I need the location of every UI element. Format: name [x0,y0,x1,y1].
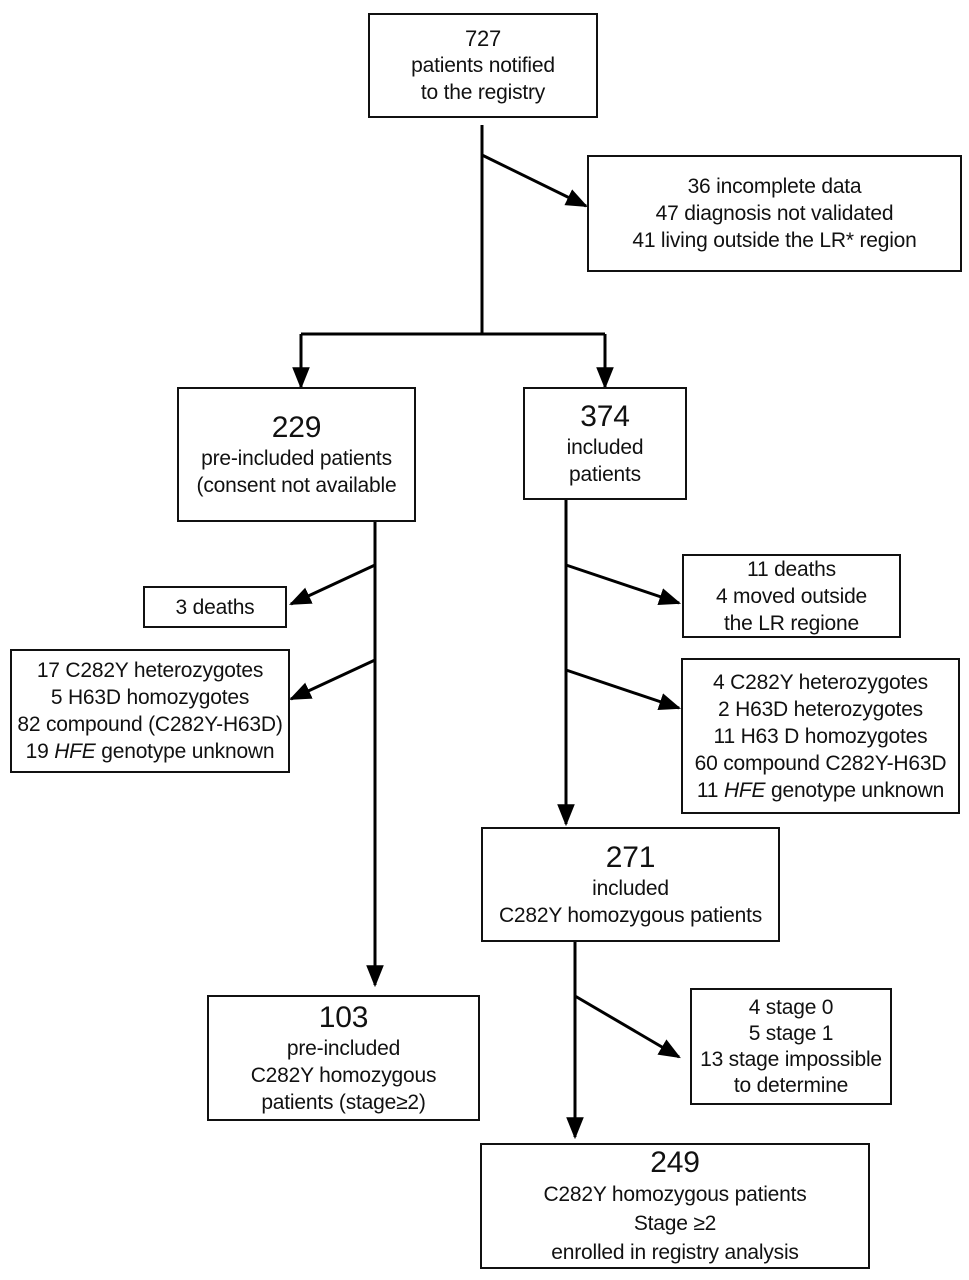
box-included-c282y: 271 included C282Y homozygous patients [481,827,780,942]
exclusion-incomplete-data: 36 incomplete data [687,175,862,198]
box-pre-included-c282y: 103 pre-included C282Y homozygous patien… [207,995,480,1121]
label-line: 4 moved outside [715,584,868,608]
label-line: 60 compound C282Y-H63D [694,751,947,775]
label-line: 3 deaths [175,595,255,619]
exclusion-living-outside: 41 living outside the LR* region [632,229,917,252]
arrow-to-stage-excluded [574,994,681,1059]
count-included: 374 [580,399,630,433]
box-pre-included: 229 pre-included patients (consent not a… [177,387,416,522]
arrow-to-pre-genotypes [289,658,376,701]
hfe-rest: genotype unknown [101,740,275,763]
label-line: 17 C282Y heterozygotes [36,659,264,682]
box-initial-exclusions: 36 incomplete data 47 diagnosis not vali… [587,155,962,272]
label-line: patients notified [411,53,555,77]
label-line: the LR regione [724,611,859,635]
count-notified: 727 [464,25,502,51]
hfe-gene: HFE [54,740,96,763]
hfe-unknown-line: 19 HFE genotype unknown [26,738,275,765]
box-patients-notified: 727 patients notified to the registry [368,13,598,118]
label-line: 5 stage 1 [748,1021,834,1045]
label-line: patients (stage≥2) [261,1090,426,1114]
arrow-to-inc-genotypes [565,668,682,711]
count-pre-included: 229 [271,410,322,444]
count-pre-included-c282y: 103 [318,1000,369,1034]
box-pre-deaths: 3 deaths [143,586,287,628]
hfe-count: 11 [696,778,719,802]
label-line: 82 compound (C282Y-H63D) [17,713,283,736]
label-line: patients [569,462,641,486]
label-line: 11 deaths [747,557,836,581]
hfe-count: 19 [25,740,49,763]
label-line: 5 H63D homozygotes [50,686,250,709]
box-inc-deaths-moved: 11 deaths 4 moved outside the LR regione [682,554,901,638]
label-line: to the registry [420,80,546,104]
arrow-to-initial-exclusions [481,153,588,208]
hfe-gene: HFE [723,778,766,802]
label-line: 4 C282Y heterozygotes [713,670,928,694]
box-pre-genotypes: 17 C282Y heterozygotes 5 H63D homozygote… [10,649,290,773]
label-line: Stage ≥2 [633,1211,717,1235]
label-line: 2 H63D heterozygotes [718,697,923,721]
label-line: pre-included patients [201,446,392,470]
label-line: to determine [733,1073,849,1097]
count-included-c282y: 271 [605,840,656,874]
box-final-enrolled: 249 C282Y homozygous patients Stage ≥2 e… [480,1143,870,1269]
arrow-to-inc-deaths [565,563,682,606]
label-line: included [566,435,644,459]
label-line: 4 stage 0 [748,995,834,1019]
label-line: included [592,876,669,900]
label-line: enrolled in registry analysis [551,1240,799,1264]
box-stage-excluded: 4 stage 0 5 stage 1 13 stage impossible … [690,988,892,1105]
hfe-unknown-line: 11 HFE genotype unknown [697,777,944,804]
hfe-rest: genotype unknown [770,778,945,802]
box-inc-genotypes: 4 C282Y heterozygotes 2 H63D heterozygot… [681,658,960,814]
label-line: pre-included [286,1036,401,1060]
label-line: (consent not available [196,473,397,497]
exclusion-diagnosis-not-validated: 47 diagnosis not validated [655,202,894,225]
box-included: 374 included patients [523,387,687,500]
arrow-to-pre-deaths [289,563,376,606]
label-line: C282Y homozygous patients [498,903,763,927]
label-line: C282Y homozygous [250,1063,437,1087]
label-line: 13 stage impossible [700,1047,882,1071]
label-line: C282Y homozygous patients [543,1182,807,1206]
count-final: 249 [650,1145,700,1179]
label-line: 11 H63 D homozygotes [713,724,928,748]
